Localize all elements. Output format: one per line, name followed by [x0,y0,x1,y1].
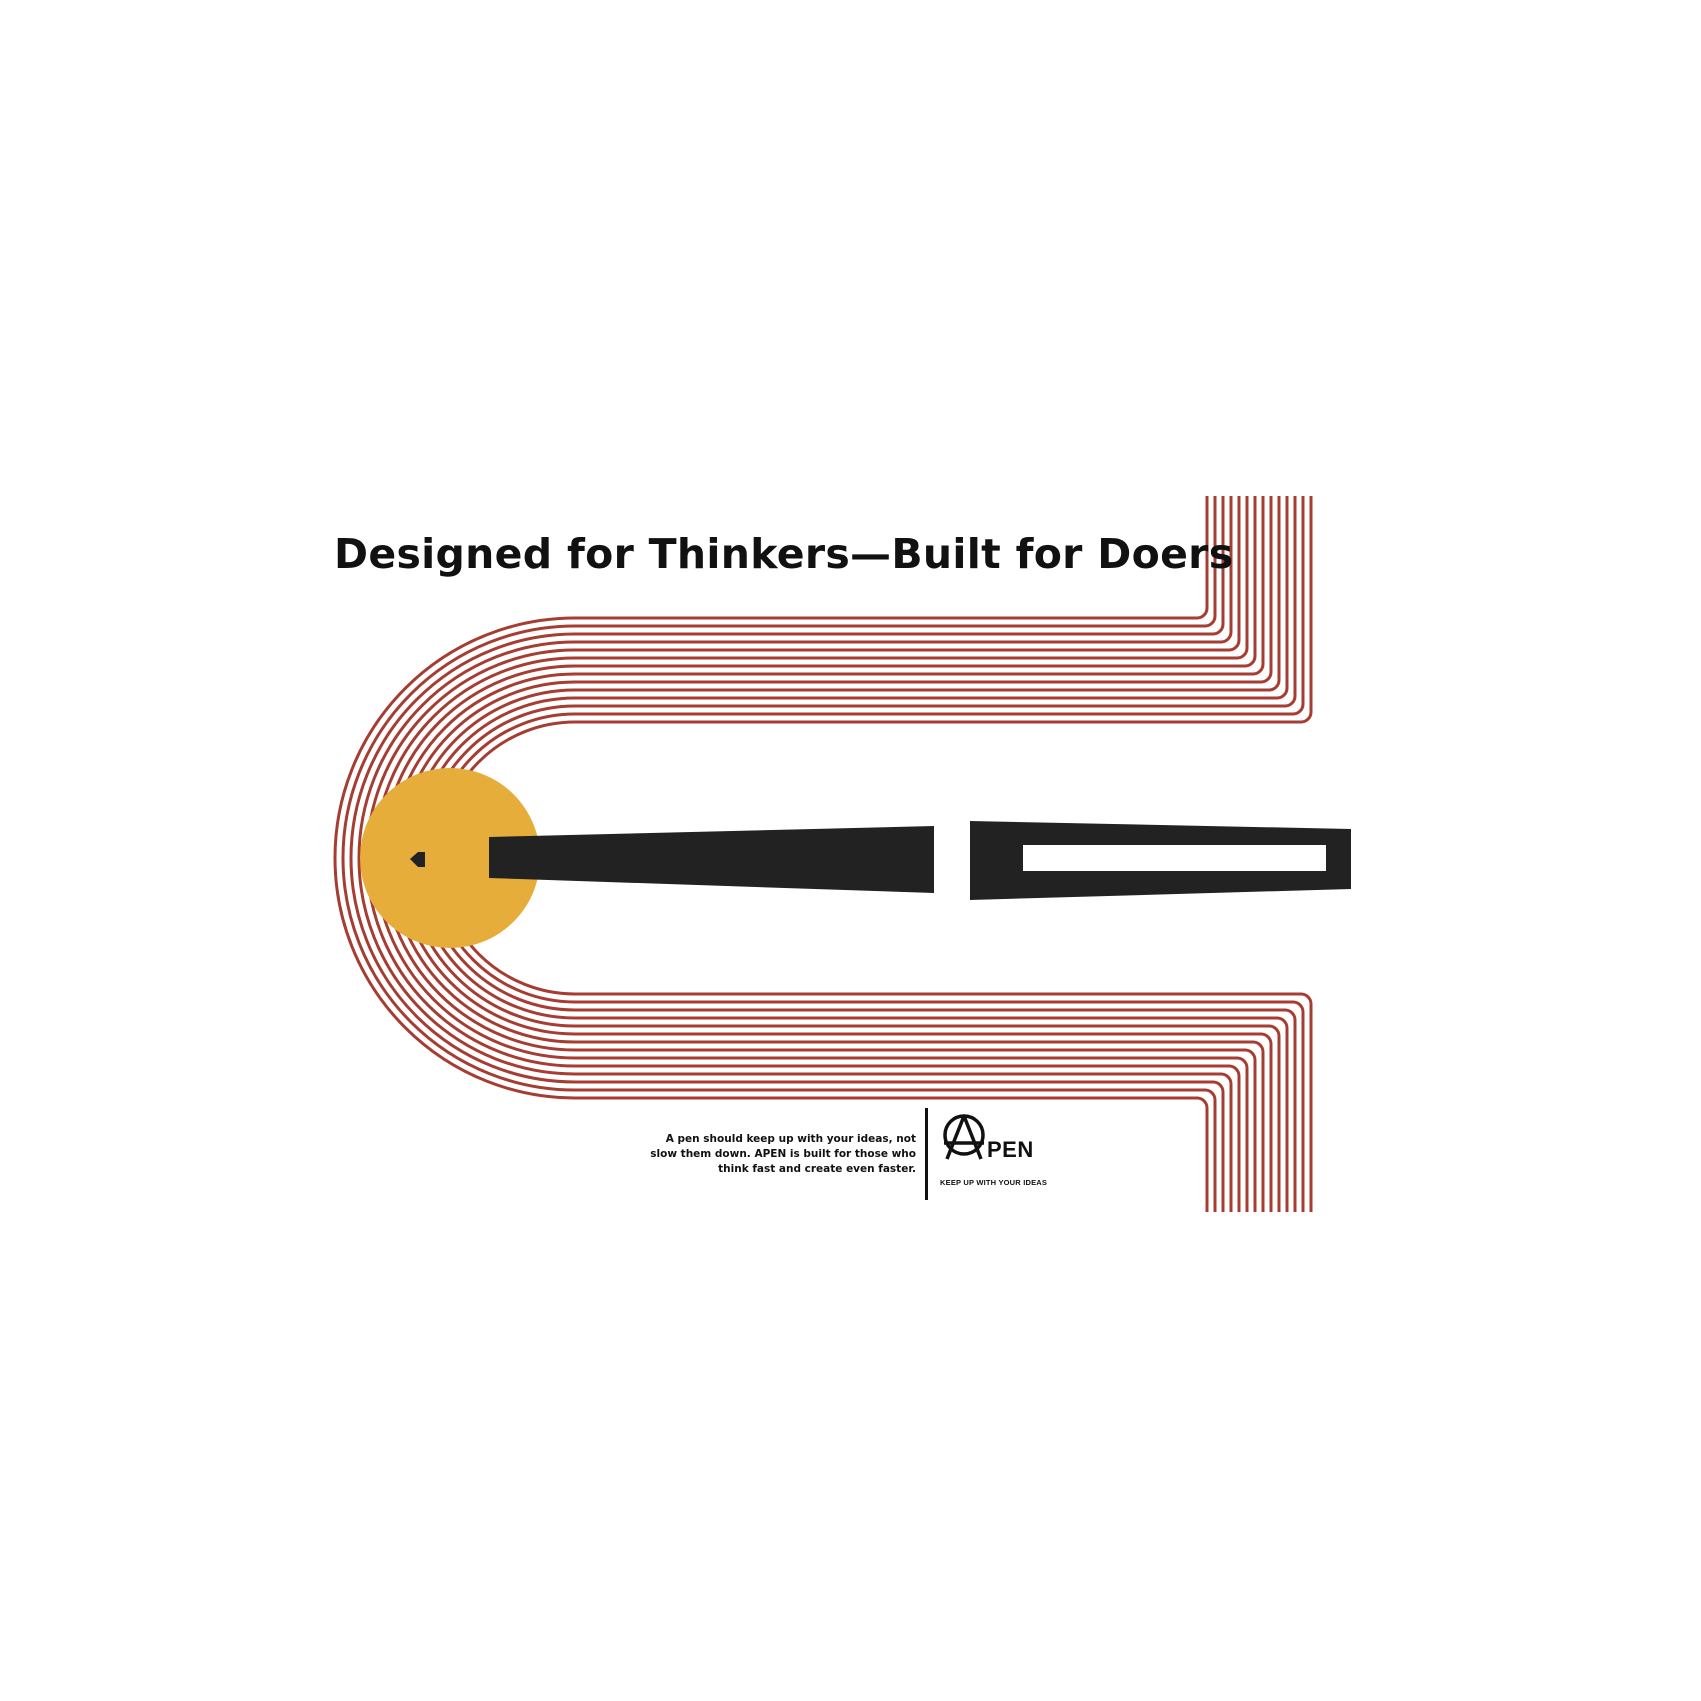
tagline-line: A pen should keep up with your ideas, no… [665,1133,916,1145]
tagline: A pen should keep up with your ideas, no… [600,1132,916,1177]
upper-stripe [341,496,1217,859]
pen-cap [970,821,1351,900]
upper-stripe [349,496,1225,859]
pen-body [489,826,934,893]
headline: Designed for Thinkers—Built for Doers [334,530,1234,578]
sun-circle [360,768,540,948]
lower-stripe [357,857,1233,1212]
anarchy-a-circle-icon [943,1114,985,1160]
lower-stripe [365,857,1241,1212]
tagline-line: slow them down. APEN is built for those … [650,1148,916,1160]
brand-name: PEN [987,1137,1034,1162]
lower-stripe [349,857,1225,1212]
upper-stripe [373,496,1249,859]
tagline-line: think fast and create even faster. [718,1163,916,1175]
lower-stripe [341,857,1217,1212]
lower-stripe [333,857,1209,1212]
brand-slogan: KEEP UP WITH YOUR IDEAS [940,1178,1048,1187]
upper-stripe [333,496,1209,859]
pen-nib-tip [410,852,425,867]
divider [925,1108,928,1200]
brand-logo: PEN KEEP UP WITH YOUR IDEAS [940,1112,1080,1192]
lower-stripe [373,857,1249,1212]
upper-stripe [365,496,1241,859]
upper-stripe [357,496,1233,859]
